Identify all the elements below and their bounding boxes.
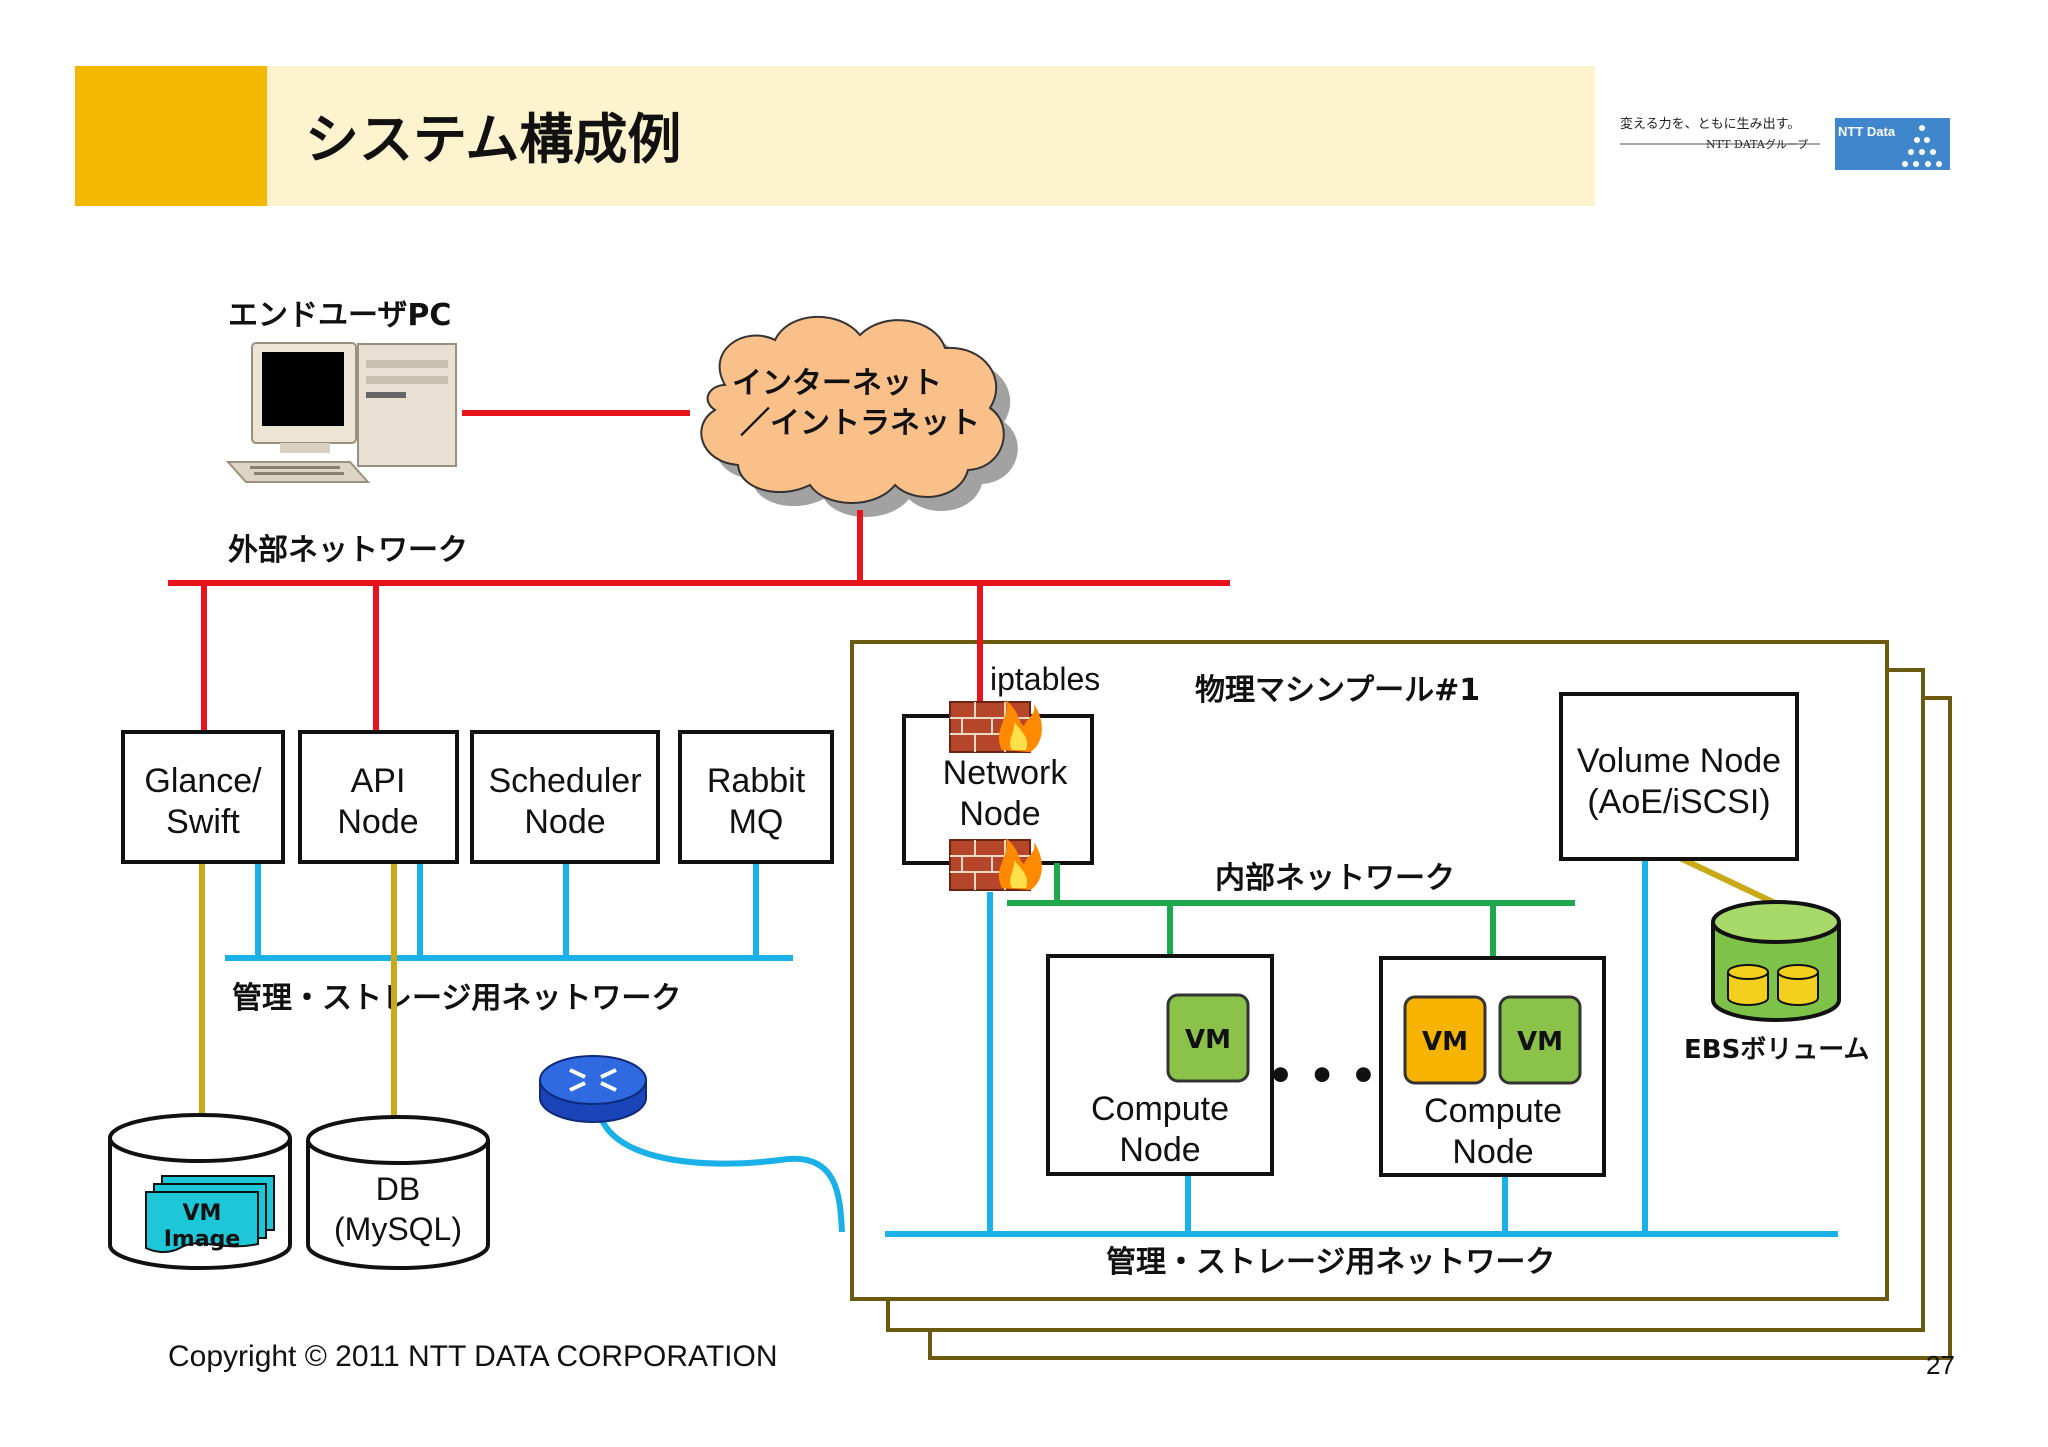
compute-node-2: VM VM Compute Node — [1379, 956, 1606, 1177]
desktop-pc-icon — [225, 342, 457, 483]
firewall-icon — [949, 838, 1042, 891]
pool-label: 物理マシンプール#1 — [1195, 673, 1480, 708]
svg-text:Volume Node: Volume Node — [1577, 742, 1781, 780]
page-title: システム構成例 — [305, 108, 681, 171]
svg-text:(AoE/iSCSI): (AoE/iSCSI) — [1587, 783, 1770, 821]
external-network-label: 外部ネットワーク — [228, 533, 468, 568]
router-icon — [539, 1055, 647, 1123]
copyright: Copyright © 2011 NTT DATA CORPORATION — [168, 1340, 777, 1373]
iptables-label: iptables — [990, 661, 1100, 697]
vm-box: VM — [1403, 995, 1487, 1085]
company-logo-area: 変える力を、ともに生み出す。 NTT DATAグループ NTT Data — [1620, 116, 1950, 170]
internal-network-label: 内部ネットワーク — [1215, 861, 1455, 896]
vm-box: VM — [1498, 995, 1582, 1085]
svg-text:Node: Node — [337, 803, 418, 841]
svg-text:Node: Node — [1452, 1133, 1533, 1171]
svg-text:DB: DB — [376, 1171, 420, 1207]
firewall-icon — [949, 700, 1042, 753]
svg-text:Glance/: Glance/ — [144, 762, 262, 800]
tagline: 変える力を、ともに生み出す。 — [1620, 116, 1800, 132]
external-network — [168, 410, 1230, 733]
api-node: API Node — [298, 730, 459, 864]
ebs-volume-label: EBSボリューム — [1684, 1035, 1870, 1065]
svg-text:Compute: Compute — [1091, 1090, 1229, 1128]
glance-swift-node: Glance/ Swift — [121, 730, 285, 864]
vm-image-icon: VM Image — [145, 1175, 275, 1254]
cloud-icon: インターネット ／イントラネット — [700, 315, 1018, 518]
svg-text:VM: VM — [1185, 1025, 1231, 1055]
svg-text:Scheduler: Scheduler — [488, 762, 641, 800]
mgmt-network-right — [885, 860, 1838, 1237]
cloud-label-line1: インターネット — [732, 366, 942, 401]
compute-node-1: VM Compute Node — [1046, 954, 1274, 1176]
svg-text:Node: Node — [1119, 1131, 1200, 1169]
end-user-pc-label: エンドユーザPC — [228, 298, 451, 333]
scheduler-node: Scheduler Node — [470, 730, 660, 864]
mgmt-network-left — [225, 861, 845, 1233]
svg-text:Node: Node — [524, 803, 605, 841]
svg-text:VM: VM — [183, 1201, 222, 1226]
logo-dots-icon — [1902, 125, 1942, 167]
vm-image-store: VM Image — [108, 1113, 292, 1270]
svg-text:VM: VM — [1422, 1027, 1468, 1057]
svg-text:Network: Network — [943, 754, 1069, 792]
svg-text:API: API — [351, 762, 406, 800]
svg-text:(MySQL): (MySQL) — [334, 1211, 462, 1247]
svg-text:Image: Image — [164, 1227, 241, 1252]
header-accent-block — [75, 66, 267, 206]
header: システム構成例 — [75, 66, 1595, 206]
ellipsis: • • • — [1267, 1051, 1377, 1100]
volume-node: Volume Node (AoE/iSCSI) — [1559, 692, 1799, 861]
logo-text: NTT Data — [1838, 124, 1896, 139]
svg-text:MQ: MQ — [729, 803, 784, 841]
rabbit-mq-node: Rabbit MQ — [678, 730, 834, 864]
svg-text:Compute: Compute — [1424, 1092, 1562, 1130]
page-number: 27 — [1926, 1350, 1955, 1380]
svg-text:VM: VM — [1517, 1027, 1563, 1057]
ebs-volume-cylinder-icon — [1711, 900, 1841, 1022]
svg-text:Rabbit: Rabbit — [707, 762, 806, 800]
mgmt-network-left-label: 管理・ストレージ用ネットワーク — [232, 981, 681, 1016]
header-band — [267, 66, 1595, 206]
end-user-pc: エンドユーザPC — [225, 298, 457, 483]
internal-network — [1007, 863, 1575, 957]
svg-text:Swift: Swift — [166, 803, 240, 841]
vm-box: VM — [1166, 993, 1250, 1083]
mgmt-network-right-label: 管理・ストレージ用ネットワーク — [1106, 1245, 1555, 1280]
cloud-label-line2: ／イントラネット — [740, 406, 980, 441]
db-store: DB (MySQL) — [306, 1115, 490, 1270]
group-name: NTT DATAグループ — [1706, 137, 1808, 151]
ntt-data-logo-icon — [1835, 118, 1950, 170]
svg-text:Node: Node — [959, 795, 1040, 833]
storage-links — [199, 855, 1777, 1118]
